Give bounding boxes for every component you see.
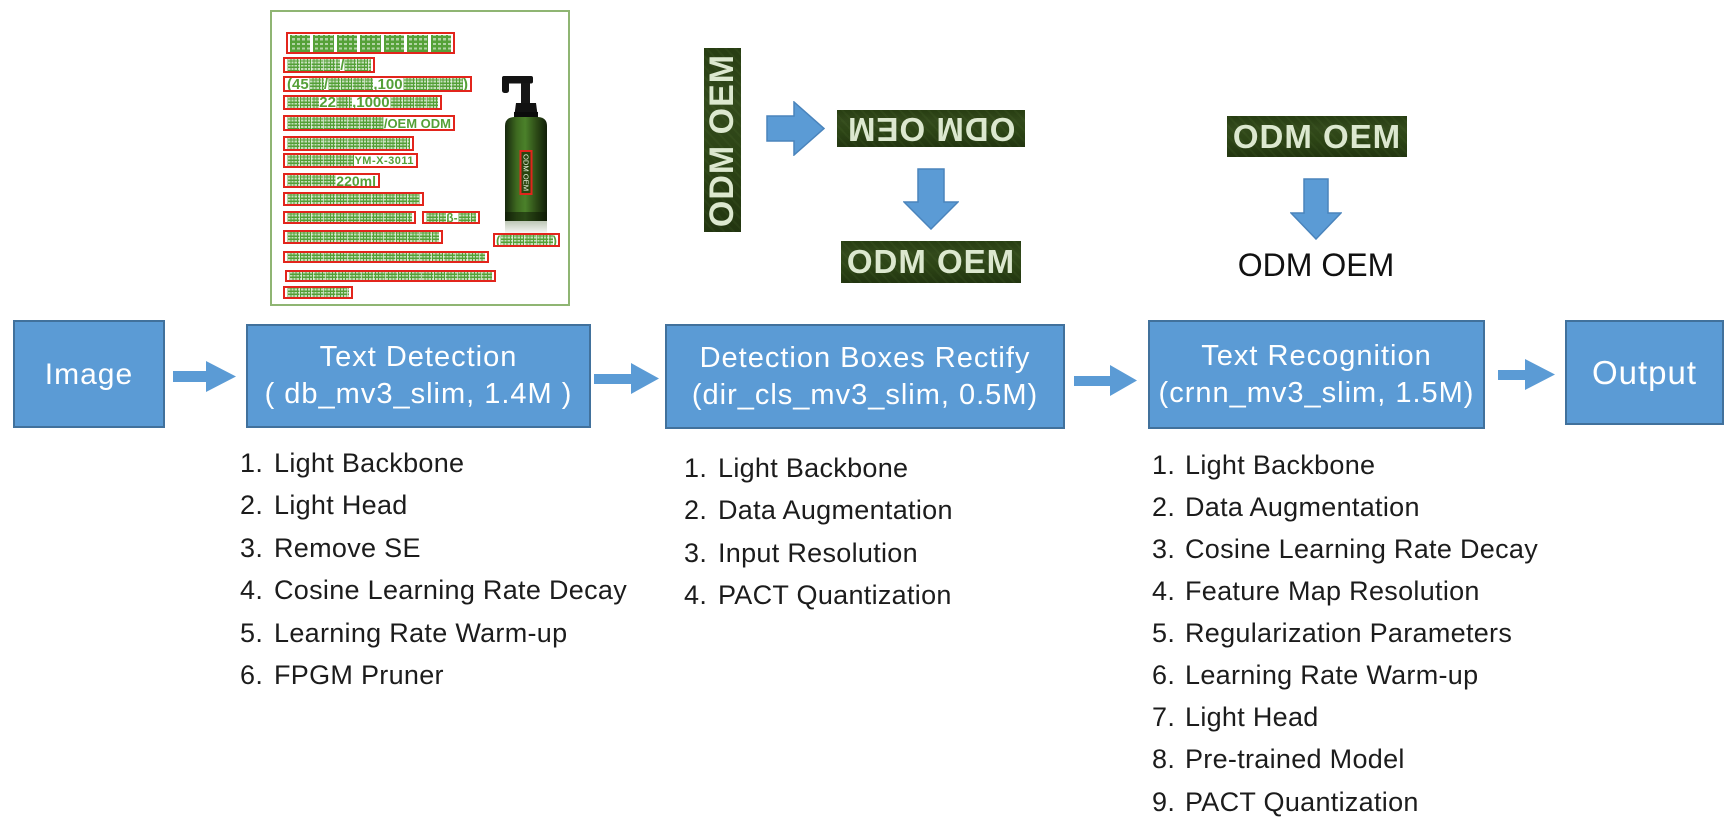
svg-text:ODM OEM: ODM OEM xyxy=(522,154,531,191)
